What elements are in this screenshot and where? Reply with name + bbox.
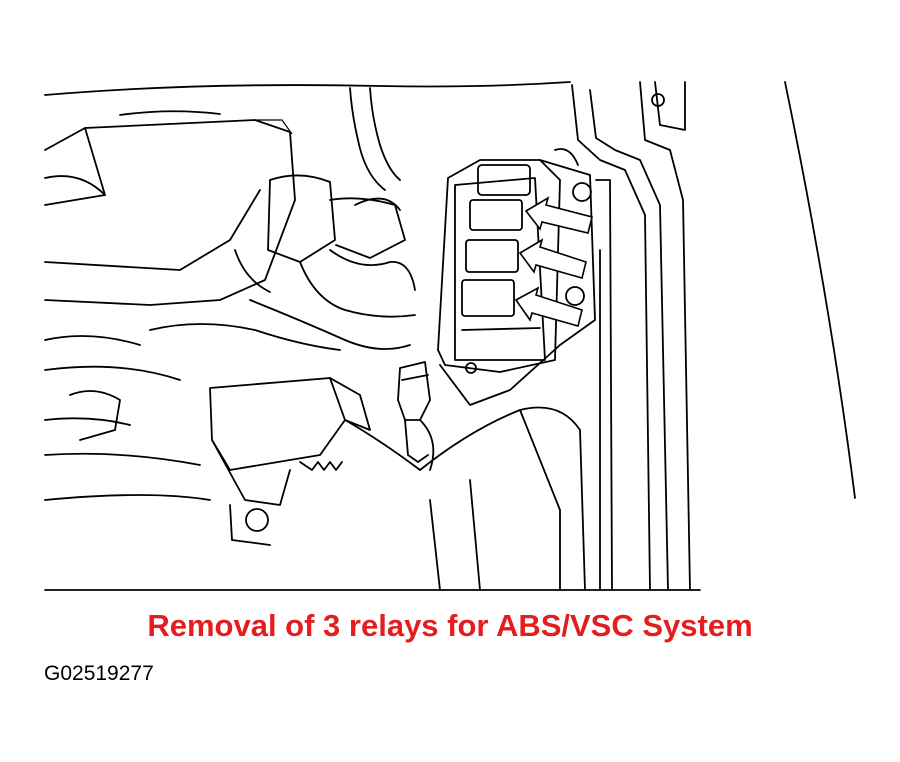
arrow-icon <box>524 196 593 234</box>
figure-code: G02519277 <box>44 662 154 685</box>
lower-connector <box>209 377 421 546</box>
figure-caption: Removal of 3 relays for ABS/VSC System <box>147 608 753 643</box>
hood-edge <box>44 81 571 96</box>
wiring-harness <box>44 87 416 466</box>
arrow-icon <box>518 238 587 279</box>
relay-3 <box>461 279 515 317</box>
relay-2 <box>465 239 519 273</box>
sensor-plug <box>397 361 435 471</box>
arrow-icon <box>514 286 583 327</box>
relay-arrows <box>514 196 593 327</box>
engine-bay-line-drawing <box>44 81 856 591</box>
body-pillar <box>554 81 856 591</box>
lower-frame <box>44 406 701 591</box>
relay-block <box>437 159 596 406</box>
engine-cover <box>44 110 296 306</box>
relay-1 <box>469 199 523 231</box>
